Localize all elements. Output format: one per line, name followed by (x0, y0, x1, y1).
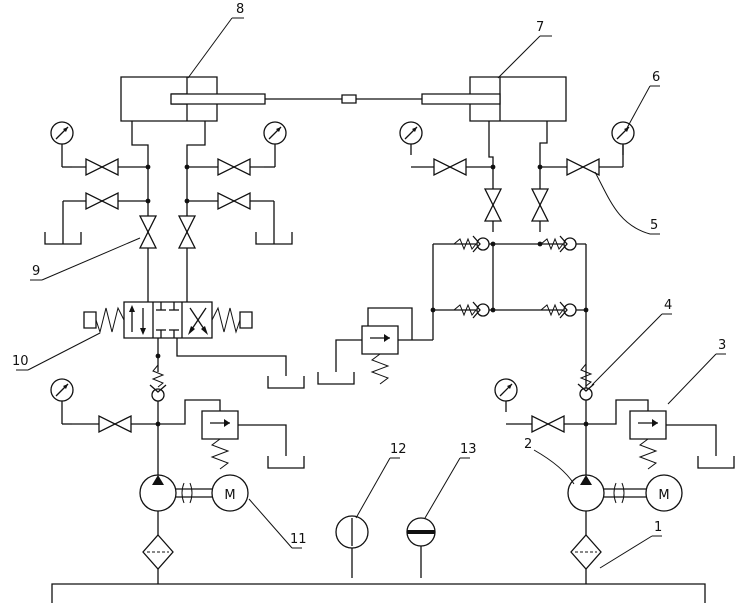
valve-9b (178, 215, 196, 249)
gauge-right-a (399, 121, 423, 156)
label-9: 9 (32, 264, 40, 279)
valve-left-a1 (85, 158, 119, 176)
label-4: 4 (664, 298, 672, 313)
gauge-right-pump (494, 378, 518, 413)
motor-right-label: M (658, 488, 669, 503)
label-1: 1 (654, 520, 662, 535)
valve-9a (139, 215, 157, 249)
part-labels: 8 7 6 5 9 10 11 4 3 2 1 12 13 (12, 2, 726, 547)
filter-left (142, 534, 174, 570)
tank-left-relief (267, 455, 305, 469)
cylinder-8 (121, 77, 342, 121)
gauge-left-pump (50, 378, 74, 413)
filter-1 (570, 534, 602, 570)
label-7: 7 (536, 20, 544, 35)
valve-right-v2 (531, 188, 549, 222)
tank-middle (317, 371, 355, 385)
gauge-left-a (50, 121, 74, 156)
left-pump-group: M (50, 364, 305, 584)
label-8: 8 (236, 2, 244, 17)
label-5: 5 (650, 218, 658, 233)
label-12: 12 (390, 442, 407, 457)
label-11: 11 (290, 532, 307, 547)
motor-right (646, 475, 682, 511)
left-circuit (44, 121, 293, 282)
directional-valve-10 (84, 282, 305, 389)
cylinder-7 (356, 77, 566, 121)
component-12 (336, 516, 368, 578)
valve-right-a (433, 158, 467, 176)
label-10: 10 (12, 354, 29, 369)
valve-5 (566, 158, 600, 176)
valve-left-b2 (217, 192, 251, 210)
component-13 (407, 518, 435, 578)
right-pump-group: M (494, 363, 735, 584)
motor-left (212, 475, 248, 511)
valve-right-pump (531, 415, 565, 433)
valve-left-a2 (85, 192, 119, 210)
valve-left-b1 (217, 158, 251, 176)
right-circuit (317, 121, 635, 393)
leader-lines (16, 18, 726, 568)
relief-valve-middle (361, 325, 399, 385)
relief-valve-3 (629, 410, 667, 470)
tank-left-return (267, 375, 305, 389)
gauge-6 (611, 121, 635, 156)
rod-coupling (342, 95, 356, 103)
label-2: 2 (524, 437, 532, 452)
gauge-left-b (263, 121, 287, 156)
valve-left-pump (98, 415, 132, 433)
motor-left-label: M (224, 488, 235, 503)
label-6: 6 (652, 70, 660, 85)
label-3: 3 (718, 338, 726, 353)
label-13: 13 (460, 442, 477, 457)
valve-right-v1 (484, 188, 502, 222)
frame-group (52, 584, 705, 603)
tank-right-relief (697, 455, 735, 469)
relief-valve-left (201, 410, 239, 470)
